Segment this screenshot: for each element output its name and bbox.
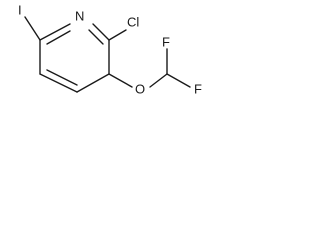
structure-diagram: I N Cl O F F	[0, 0, 220, 97]
bond-fluorine-lower	[166, 73, 191, 88]
atom-oxygen: O	[135, 81, 145, 96]
bond-oxygen-carbon	[149, 73, 168, 88]
bond-chlorine-ring	[108, 29, 127, 41]
bond-oxygen-ring	[108, 73, 133, 88]
atom-chlorine: Cl	[127, 14, 139, 29]
atom-fluorine-upper: F	[162, 34, 170, 49]
bond-ring-n1-c2-inner	[88, 29, 104, 45]
atom-iodine: I	[18, 2, 22, 17]
bonds	[24, 16, 191, 93]
atom-labels: I N Cl O F F	[18, 2, 202, 96]
atom-nitrogen: N	[75, 8, 84, 23]
atom-fluorine-lower: F	[194, 81, 202, 96]
molecule-drawing: I N Cl O F F	[18, 2, 202, 96]
bond-ring-c6-n1-inner	[46, 30, 71, 45]
bond-ring-n1-c2	[92, 23, 110, 41]
bond-iodine-ring	[24, 16, 41, 41]
bond-ring-c6-n1	[39, 23, 71, 41]
bond-ring-c4-c5	[39, 73, 78, 93]
bond-ring-c4-c5-inner	[46, 69, 78, 86]
bond-ring-c3-c4	[76, 73, 110, 93]
